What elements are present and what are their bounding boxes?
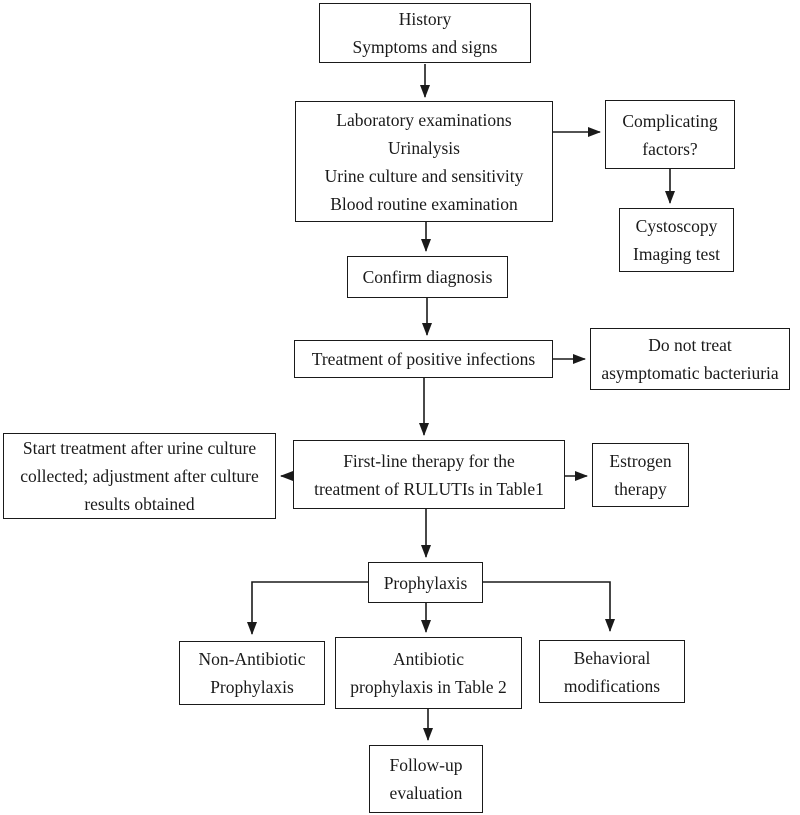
node-non-antibiotic-prophylaxis: Non-Antibiotic Prophylaxis xyxy=(179,641,325,705)
node-complicating-factors: Complicating factors? xyxy=(605,100,735,169)
arrow-prophylaxis-to-non_antibiotic xyxy=(247,581,368,635)
node-estrogen-therapy: Estrogen therapy xyxy=(592,443,689,507)
node-confirm-diagnosis: Confirm diagnosis xyxy=(347,256,508,298)
node-follow-up-evaluation: Follow-up evaluation xyxy=(369,745,483,813)
node-treatment-positive-infections: Treatment of positive infections xyxy=(294,340,553,378)
node-first-line-therapy: First-line therapy for the treatment of … xyxy=(293,440,565,509)
node-prophylaxis: Prophylaxis xyxy=(368,562,483,603)
node-behavioral-modifications: Behavioral modifications xyxy=(539,640,685,703)
node-laboratory-examinations: Laboratory examinations Urinalysis Urine… xyxy=(295,101,553,222)
node-antibiotic-prophylaxis: Antibiotic prophylaxis in Table 2 xyxy=(335,637,522,709)
node-cystoscopy-imaging: Cystoscopy Imaging test xyxy=(619,208,734,272)
arrow-prophylaxis-to-behavioral xyxy=(483,581,615,632)
node-history: History Symptoms and signs xyxy=(319,3,531,63)
node-start-treatment-after-culture: Start treatment after urine culture coll… xyxy=(3,433,276,519)
node-do-not-treat-asymptomatic: Do not treat asymptomatic bacteriuria xyxy=(590,328,790,390)
